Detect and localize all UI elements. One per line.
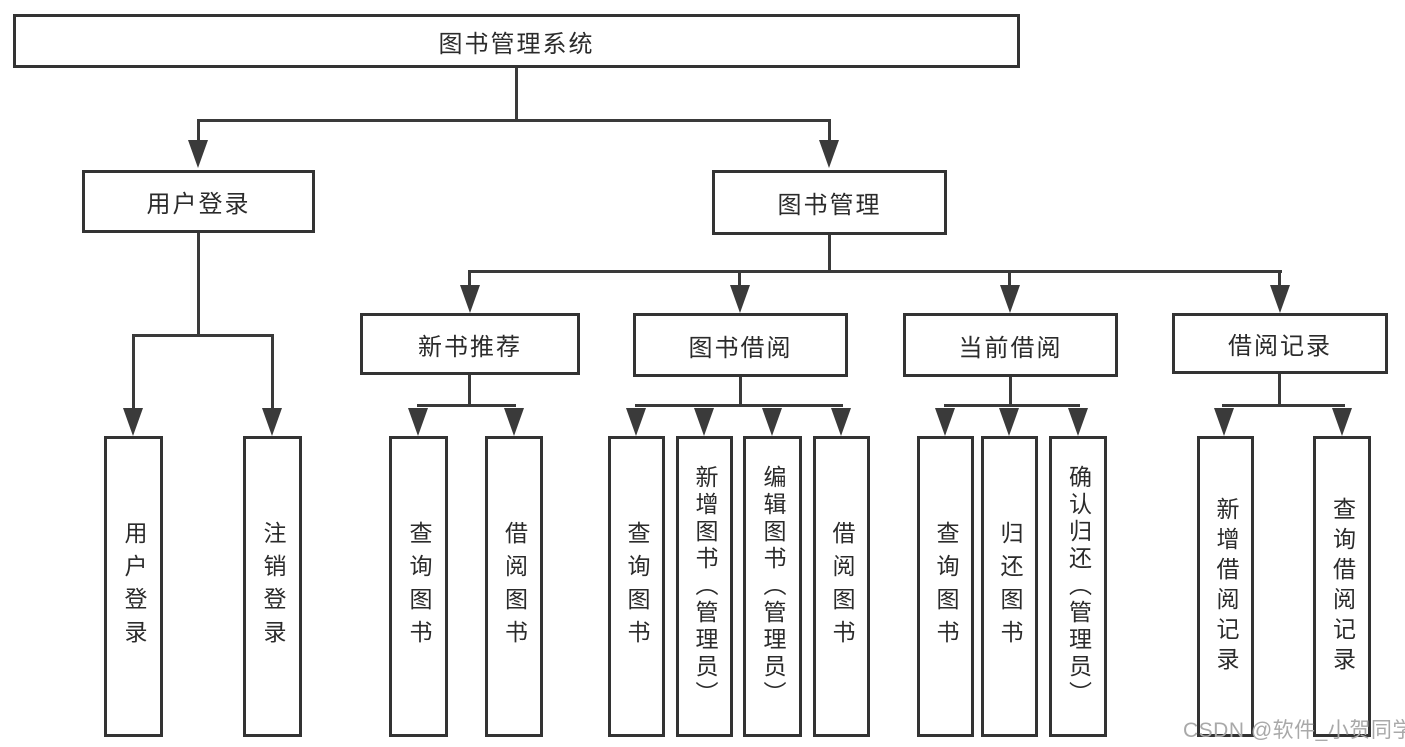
arrow-down-icon	[1214, 408, 1234, 436]
leaf-borrow-books-borrowing: 借阅图书	[813, 436, 870, 737]
connector-line	[417, 404, 516, 407]
connector-line	[1278, 272, 1281, 286]
arrow-down-icon	[460, 285, 480, 313]
leaf-query-books-recommend: 查询图书	[389, 436, 448, 737]
connector-line	[197, 233, 200, 336]
leaf-query-books-current: 查询图书	[917, 436, 974, 737]
leaf-query-books-borrowing: 查询图书	[608, 436, 665, 737]
connector-line	[132, 334, 274, 337]
node-new-book-recommend: 新书推荐	[360, 313, 580, 375]
leaf-return-books: 归还图书	[981, 436, 1038, 737]
arrow-down-icon	[123, 408, 143, 436]
node-current-borrowing: 当前借阅	[903, 313, 1118, 377]
leaf-borrow-books-recommend: 借阅图书	[485, 436, 543, 737]
connector-line	[944, 404, 1080, 407]
arrow-down-icon	[504, 408, 524, 436]
arrow-down-icon	[626, 408, 646, 436]
leaf-edit-book-admin: 编辑图书（管理员）	[743, 436, 802, 737]
arrow-down-icon	[831, 408, 851, 436]
arrow-down-icon	[408, 408, 428, 436]
arrow-down-icon	[262, 408, 282, 436]
connector-line	[1222, 404, 1345, 407]
connector-line	[468, 270, 1282, 273]
leaf-user-login: 用户登录	[104, 436, 163, 737]
leaf-add-book-admin: 新增图书（管理员）	[676, 436, 733, 737]
connector-line	[468, 272, 471, 286]
connector-line	[1008, 272, 1011, 286]
arrow-down-icon	[1270, 285, 1290, 313]
connector-line	[1278, 374, 1281, 406]
connector-line	[739, 377, 742, 406]
node-root: 图书管理系统	[13, 14, 1020, 68]
leaf-logout: 注销登录	[243, 436, 302, 737]
connector-line	[132, 334, 135, 410]
arrow-down-icon	[1000, 285, 1020, 313]
connector-line	[197, 119, 200, 142]
arrow-down-icon	[935, 408, 955, 436]
connector-line	[828, 235, 831, 272]
connector-line	[468, 375, 471, 406]
arrow-down-icon	[1068, 408, 1088, 436]
arrow-down-icon	[694, 408, 714, 436]
connector-line	[197, 119, 831, 122]
leaf-query-borrow-record: 查询借阅记录	[1313, 436, 1371, 737]
arrow-down-icon	[1332, 408, 1352, 436]
leaf-confirm-return-admin: 确认归还（管理员）	[1049, 436, 1107, 737]
node-book-management: 图书管理	[712, 170, 947, 235]
connector-line	[738, 272, 741, 286]
arrow-down-icon	[999, 408, 1019, 436]
arrow-down-icon	[819, 140, 839, 168]
arrow-down-icon	[762, 408, 782, 436]
connector-line	[271, 334, 274, 410]
leaf-add-borrow-record: 新增借阅记录	[1197, 436, 1254, 737]
connector-line	[828, 119, 831, 142]
watermark: CSDN @软件_小贺同学	[1183, 719, 1405, 742]
node-user-login: 用户登录	[82, 170, 315, 233]
connector-line	[1009, 377, 1012, 406]
node-borrowing-records: 借阅记录	[1172, 313, 1388, 374]
arrow-down-icon	[730, 285, 750, 313]
connector-line	[515, 68, 518, 119]
node-book-borrowing: 图书借阅	[633, 313, 848, 377]
connector-line	[635, 404, 843, 407]
arrow-down-icon	[188, 140, 208, 168]
